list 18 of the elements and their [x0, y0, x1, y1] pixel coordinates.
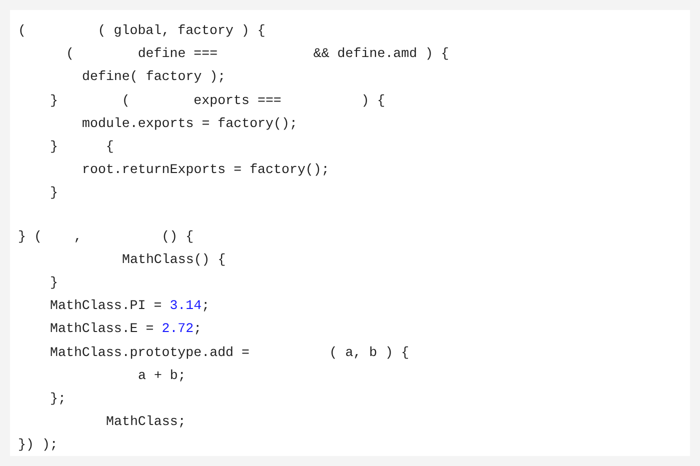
- code-line: };: [50, 390, 66, 408]
- code-line: MathClass;: [106, 413, 186, 432]
- code-line: } {: [50, 138, 114, 156]
- code-line: }: [50, 184, 58, 202]
- code-line: a + b;: [138, 366, 186, 385]
- code-line: module.exports = factory();: [82, 114, 298, 133]
- code-line: MathClass() {: [122, 250, 226, 269]
- code-line: } ( exports === ) {: [50, 92, 386, 110]
- code-line: MathClass.PI = 3.14;: [50, 297, 210, 316]
- code-line: ( ( global, factory ) {: [18, 22, 266, 40]
- code-line: define( factory );: [82, 68, 226, 86]
- code-line: ( define === && define.amd ) {: [66, 45, 450, 64]
- code-line: }) );: [18, 436, 58, 454]
- code-line: MathClass.E = 2.72;: [50, 320, 202, 338]
- code-line: root.returnExports = factory();: [82, 161, 330, 180]
- code-line: }: [50, 274, 58, 292]
- code-line: } ( , () {: [18, 228, 194, 246]
- code-line: MathClass.prototype.add = ( a, b ) {: [50, 344, 410, 362]
